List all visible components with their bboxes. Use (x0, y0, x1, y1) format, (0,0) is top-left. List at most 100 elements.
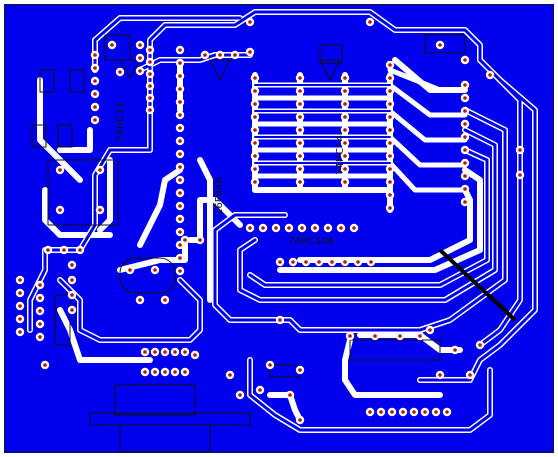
drill-hole (343, 154, 347, 158)
crystal-outline (119, 257, 176, 294)
drill-hole (248, 50, 252, 54)
drill-hole (248, 226, 252, 230)
drill-hole (128, 268, 132, 272)
drill-hole (18, 291, 22, 295)
drill-hole (148, 108, 152, 112)
drill-hole (287, 226, 291, 230)
drill-hole (418, 334, 422, 338)
cap-outline-4 (57, 124, 73, 148)
jumper-wire (438, 248, 517, 322)
drill-hole (518, 173, 522, 177)
ic-labels: 16F84A 74HC14 74HC106 74HC14 (115, 102, 346, 247)
drill-hole (261, 226, 265, 230)
drill-hole (178, 113, 182, 117)
drill-hole (478, 343, 482, 347)
drill-hole (412, 410, 416, 414)
drill-hole (463, 161, 467, 165)
diode-outline-2 (424, 34, 466, 54)
drill-hole (253, 128, 257, 132)
drill-hole (388, 63, 392, 67)
drill-hole (70, 308, 74, 312)
drill-hole (445, 410, 449, 414)
connector-outline (114, 384, 196, 416)
drill-hole (253, 102, 257, 106)
drill-hole (343, 89, 347, 93)
drill-hole (178, 217, 182, 221)
drill-hole (203, 53, 207, 57)
drill-hole (258, 388, 262, 392)
drill-hole (138, 298, 142, 302)
drill-hole (163, 350, 167, 354)
regulator-outline (104, 34, 131, 61)
drill-hole (388, 193, 392, 197)
drill-hole (388, 115, 392, 119)
drill-hole (488, 73, 492, 77)
drill-hole (153, 268, 157, 272)
drill-hole (58, 208, 62, 212)
drill-hole (38, 322, 42, 326)
drill-hole (148, 84, 152, 88)
drill-hole (143, 350, 147, 354)
drill-hole (300, 226, 304, 230)
drill-hole (401, 410, 405, 414)
drill-hole (178, 139, 182, 143)
drill-hole (463, 174, 467, 178)
drill-hole (317, 260, 321, 264)
drill-hole (233, 53, 237, 57)
drill-hole (78, 248, 82, 252)
drill-hole (369, 260, 373, 264)
drill-hole (434, 410, 438, 414)
drill-hole (356, 260, 360, 264)
drill-hole (178, 204, 182, 208)
cap-outline-2 (69, 69, 85, 93)
silkscreen (31, 34, 466, 453)
drill-hole (463, 187, 467, 191)
drill-hole (288, 393, 292, 397)
drill-hole (18, 330, 22, 334)
drill-hole (313, 226, 317, 230)
drill-hole (178, 243, 182, 247)
drill-hole (278, 260, 282, 264)
drill-hole (198, 238, 202, 242)
drill-hole (298, 128, 302, 132)
drill-hole (253, 89, 257, 93)
drill-hole (46, 248, 50, 252)
drill-hole (298, 102, 302, 106)
drill-hole (388, 76, 392, 80)
drill-hole (463, 148, 467, 152)
drill-hole (178, 100, 182, 104)
drill-hole (98, 208, 102, 212)
drill-hole (453, 348, 457, 352)
drill-hole (70, 278, 74, 282)
drill-hole (58, 168, 62, 172)
drill-hole (463, 200, 467, 204)
drill-hole (352, 226, 356, 230)
cap-outline-3 (31, 124, 47, 148)
drill-hole (428, 328, 432, 332)
drill-hole (463, 83, 467, 87)
drill-hole (463, 58, 467, 62)
drill-hole (398, 334, 402, 338)
drill-hole (93, 79, 97, 83)
drill-hole (268, 363, 272, 367)
drill-hole (343, 141, 347, 145)
drill-hole (18, 278, 22, 282)
drill-hole (463, 122, 467, 126)
drill-hole (143, 370, 147, 374)
drill-hole (343, 167, 347, 171)
drill-hole (43, 363, 47, 367)
drill-hole (388, 102, 392, 106)
drill-hole (62, 248, 66, 252)
ic-main-label: 16F84A (214, 177, 225, 215)
drill-hole (298, 180, 302, 184)
drill-hole (304, 260, 308, 264)
drill-hole (298, 141, 302, 145)
pads (15, 17, 525, 425)
drill-hole (118, 70, 122, 74)
drill-hole (163, 370, 167, 374)
drill-hole (178, 61, 182, 65)
drill-hole (228, 373, 232, 377)
drill-hole (298, 89, 302, 93)
drill-hole (339, 226, 343, 230)
drill-hole (38, 309, 42, 313)
